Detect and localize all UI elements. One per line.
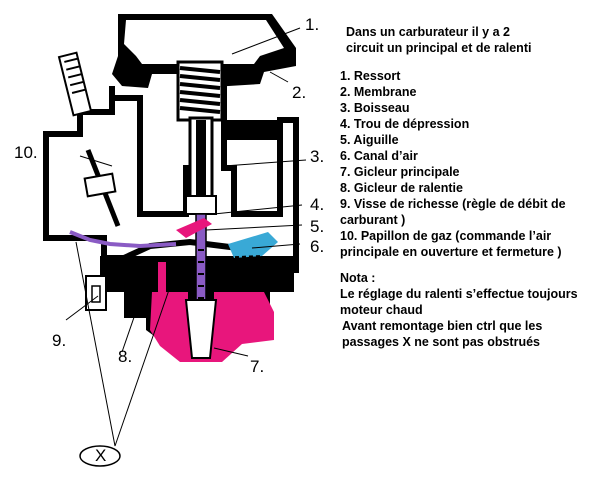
mixture-screw <box>85 275 107 311</box>
callout-9: 9. <box>52 331 66 350</box>
callout-4: 4. <box>310 195 324 214</box>
carburetor-diagram: 1. 2. 3. 4. 5. 6. 7. 8. 9. 10. X <box>14 14 324 467</box>
legend-item: 6. Canal d’air <box>340 149 418 163</box>
intro-line-1: Dans un carburateur il y a 2 <box>346 25 510 39</box>
carburetor-cap <box>112 14 296 88</box>
slide <box>185 116 217 215</box>
legend-item: 5. Aiguille <box>340 133 399 147</box>
legend-item: 4. Trou de dépression <box>340 117 470 131</box>
callout-2: 2. <box>292 83 306 102</box>
leader-lines <box>65 27 307 447</box>
callout-x: X <box>95 446 106 465</box>
passage-x-circle <box>79 445 121 467</box>
legend-item: 1. Ressort <box>340 69 401 83</box>
legend-item: 10. Papillon de gaz (commande l’air <box>340 229 552 243</box>
callout-8: 8. <box>118 347 132 366</box>
callout-6: 6. <box>310 237 324 256</box>
legend-list: 1. Ressort 2. Membrane 3. Boisseau 4. Tr… <box>340 68 610 260</box>
fuel-bowl <box>150 218 274 362</box>
legend-item: 9. Visse de richesse (règle de débit de <box>340 197 566 211</box>
nota-line: Le réglage du ralenti s’effectue toujour… <box>340 287 578 301</box>
callout-1: 1. <box>305 15 319 34</box>
nota-line: Avant remontage bien ctrl que les <box>342 319 543 333</box>
legend-item: 2. Membrane <box>340 85 417 99</box>
legend-item: 3. Boisseau <box>340 101 410 115</box>
legend-item: 8. Gicleur de ralentie <box>340 181 463 195</box>
choke-cable <box>57 51 93 117</box>
legend-item: 7. Gicleur principale <box>340 165 460 179</box>
idle-passage <box>69 230 177 249</box>
nota-line: passages X ne sont pas obstrués <box>342 335 540 349</box>
callout-3: 3. <box>310 147 324 166</box>
callout-7: 7. <box>250 357 264 376</box>
throttle-butterfly <box>83 149 121 227</box>
nota-title: Nota : <box>340 271 376 285</box>
legend-item: principale en ouverture et fermeture ) <box>340 245 562 259</box>
air-channel <box>213 232 278 259</box>
nota-line: moteur chaud <box>340 303 423 317</box>
intro-line-2: circuit un principal et de ralenti <box>346 41 532 55</box>
legend-panel: Dans un carburateur il y a 2 circuit un … <box>340 24 610 350</box>
callout-10: 10. <box>14 143 38 162</box>
legend-item: carburant ) <box>340 213 406 227</box>
callout-5: 5. <box>310 217 324 236</box>
spring <box>176 60 224 122</box>
